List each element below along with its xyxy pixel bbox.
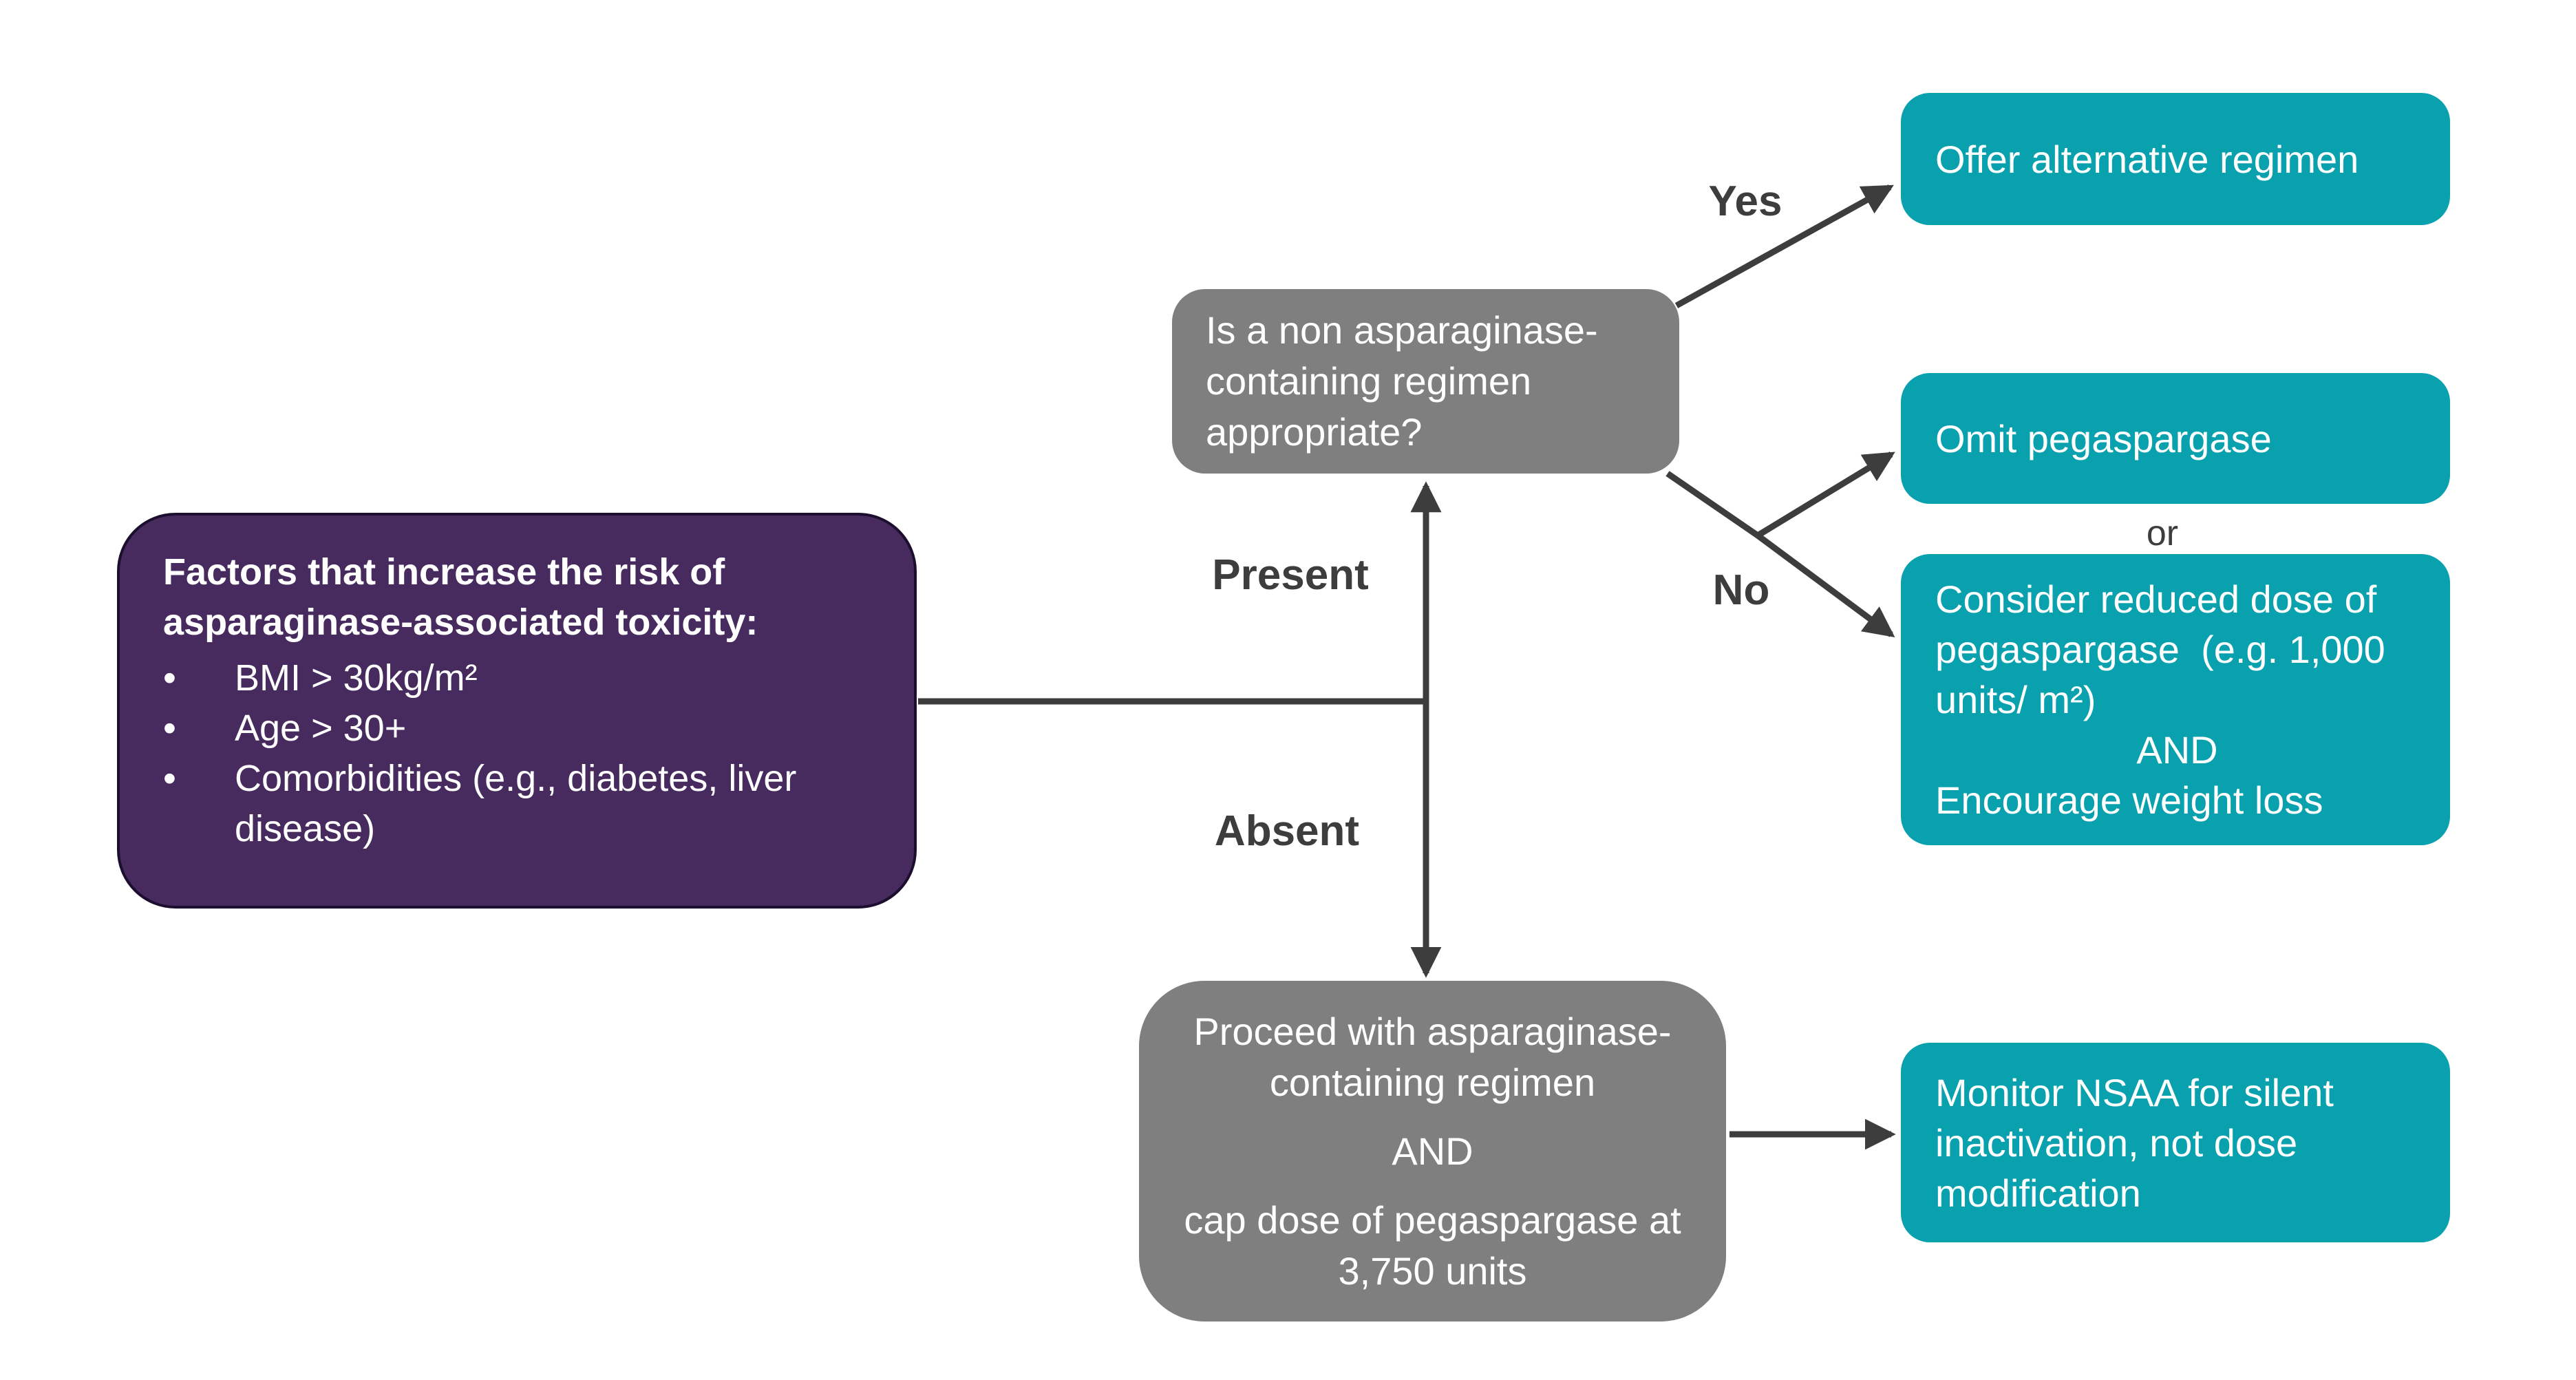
consider-line1: Consider reduced dose of pegaspargase (e… (1935, 577, 2396, 721)
omit-pegaspargase-text: Omit pegaspargase (1935, 416, 2272, 460)
or-label: or (2146, 513, 2179, 553)
connector-no-stem (1665, 471, 1760, 538)
proceed-and: AND (1392, 1129, 1473, 1173)
arrow-yes-to-offer (1674, 184, 1894, 308)
risk-factors-box: Factors that increase the risk of aspara… (117, 513, 917, 909)
proceed-line1: Proceed with asparaginase-containing reg… (1193, 1009, 1672, 1104)
risk-factors-heading: Factors that increase the risk of aspara… (163, 551, 758, 643)
bullet-icon: • (163, 708, 176, 749)
absent-label: Absent (1214, 807, 1360, 855)
monitor-nsaa-text: Monitor NSAA for silent inactivation, no… (1935, 1070, 2334, 1215)
arrow-no-to-consider (1756, 533, 1895, 638)
consider-reduced-dose-box: Consider reduced dose of pegaspargase (e… (1901, 554, 2450, 845)
arrow-no-to-omit (1756, 452, 1895, 538)
proceed-regimen-box: Proceed with asparaginase-containing reg… (1139, 981, 1726, 1321)
question-text: Is a non asparaginase-containing regimen… (1206, 308, 1598, 454)
risk-bullet-text: Comorbidities (e.g., diabetes, liver dis… (235, 758, 797, 849)
consider-line2: Encourage weight loss (1935, 778, 2323, 822)
risk-bullet-text: Age > 30+ (235, 708, 407, 749)
omit-pegaspargase-box: Omit pegaspargase (1901, 373, 2450, 504)
offer-regimen-text: Offer alternative regimen (1935, 137, 2359, 181)
bullet-icon: • (163, 758, 176, 799)
risk-bullet-age: • Age > 30+ (163, 703, 880, 754)
yes-label: Yes (1708, 178, 1782, 225)
no-label: No (1712, 566, 1770, 614)
risk-bullet-bmi: • BMI > 30kg/m² (163, 653, 880, 703)
risk-bullet-comorbidities: • Comorbidities (e.g., diabetes, liver d… (163, 754, 880, 854)
risk-bullet-text: BMI > 30kg/m² (235, 657, 478, 699)
monitor-nsaa-box: Monitor NSAA for silent inactivation, no… (1901, 1043, 2450, 1242)
consider-and: AND (2136, 728, 2218, 772)
offer-regimen-box: Offer alternative regimen (1901, 93, 2450, 225)
present-label: Present (1212, 551, 1369, 599)
proceed-line2: cap dose of pegaspargase at 3,750 units (1184, 1198, 1681, 1293)
bullet-icon: • (163, 657, 176, 699)
question-box: Is a non asparaginase-containing regimen… (1172, 289, 1679, 474)
